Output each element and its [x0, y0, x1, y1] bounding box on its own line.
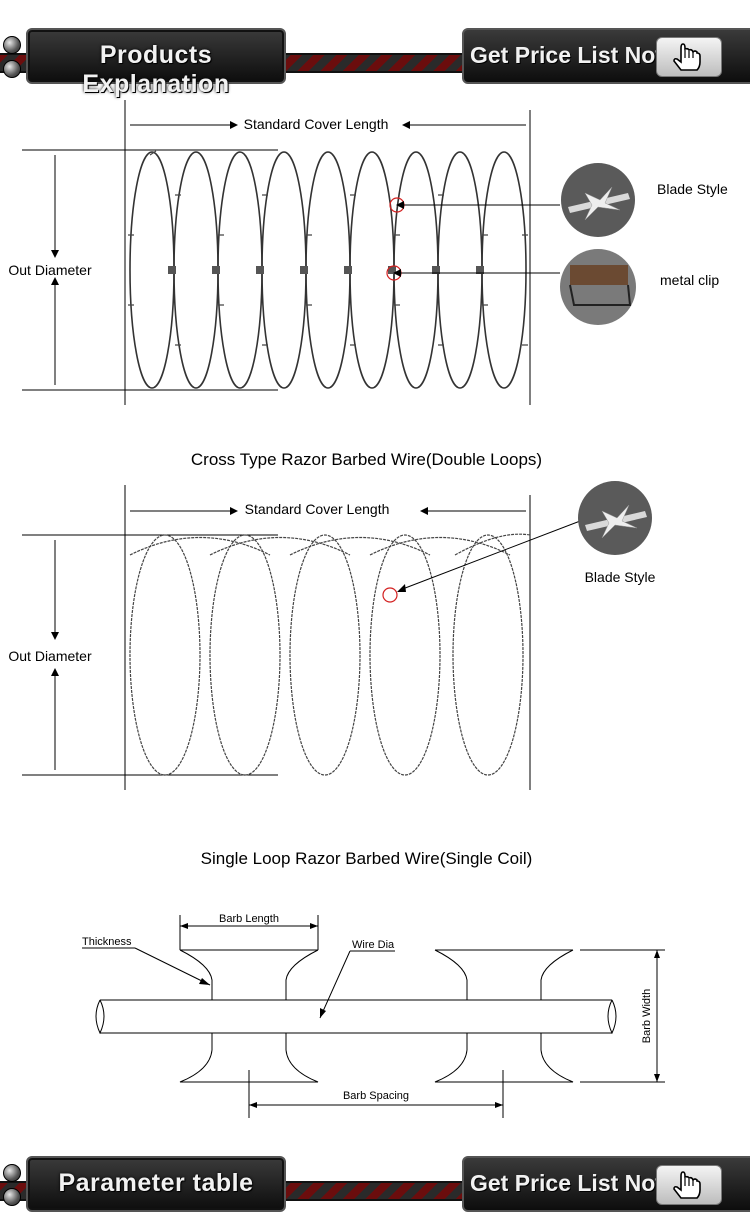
- metal-clips: [168, 266, 484, 274]
- get-price-list-label: Get Price List Now: [470, 1170, 674, 1196]
- blade-photo: [561, 163, 635, 237]
- cross-type-title: Cross Type Razor Barbed Wire(Double Loop…: [190, 450, 543, 469]
- screw-icon: [3, 1188, 21, 1206]
- screw-icon: [3, 1164, 21, 1182]
- out-diameter-label: Out Diameter: [8, 648, 92, 664]
- header-screws: [3, 32, 25, 82]
- screw-icon: [3, 60, 21, 78]
- wire: [95, 999, 617, 1035]
- left-barb: [179, 949, 319, 1083]
- wire-dia-label: Wire Dia: [352, 939, 395, 951]
- footer-screws: [3, 1160, 25, 1210]
- barbs: [128, 150, 528, 346]
- single-loop-title: Single Loop Razor Barbed Wire(Single Coi…: [200, 849, 533, 868]
- metal-clip-label: metal clip: [660, 272, 719, 288]
- blade-style-label: Blade Style: [657, 181, 728, 197]
- barb-length-label: Barb Length: [219, 913, 279, 925]
- cover-length-label: Standard Cover Length: [244, 116, 389, 132]
- diagram-standard-coil: Standard Cover Length Out Diameter: [8, 100, 728, 405]
- section-title: Parameter table: [58, 1169, 254, 1197]
- pointing-hand-icon: [656, 1165, 722, 1205]
- right-barb: [434, 949, 574, 1083]
- screw-icon: [3, 36, 21, 54]
- section-title-panel: Products Explanation: [26, 28, 286, 98]
- section-title-panel: Parameter table: [26, 1156, 286, 1212]
- header-banner: Products Explanation Get Price List Now: [0, 26, 750, 98]
- out-diameter-label: Out Diameter: [8, 262, 92, 278]
- get-price-list-button[interactable]: Get Price List Now: [462, 28, 750, 84]
- cover-length-label: Standard Cover Length: [245, 501, 390, 517]
- metal-clip-photo: [560, 249, 636, 325]
- get-price-list-label: Get Price List Now: [470, 42, 674, 68]
- footer-banner: Parameter table Get Price List Now: [0, 1154, 750, 1214]
- blade-style-label: Blade Style: [585, 569, 656, 585]
- coil-loops: [129, 151, 527, 389]
- diagram-cross-type: Standard Cover Length Out Diameter Blade…: [8, 481, 656, 790]
- diagram-barb-dimensions: Barb Length Thickness Wire Dia Barb Widt…: [82, 913, 665, 1118]
- get-price-list-button[interactable]: Get Price List Now: [462, 1156, 750, 1212]
- section-title: Products Explanation: [82, 41, 230, 98]
- barb-width-label: Barb Width: [641, 989, 653, 1043]
- cross-loops: [129, 533, 531, 776]
- pointing-hand-icon: [656, 37, 722, 77]
- thickness-label: Thickness: [82, 936, 132, 948]
- barb-spacing-label: Barb Spacing: [343, 1090, 409, 1102]
- blade-photo: [578, 481, 652, 555]
